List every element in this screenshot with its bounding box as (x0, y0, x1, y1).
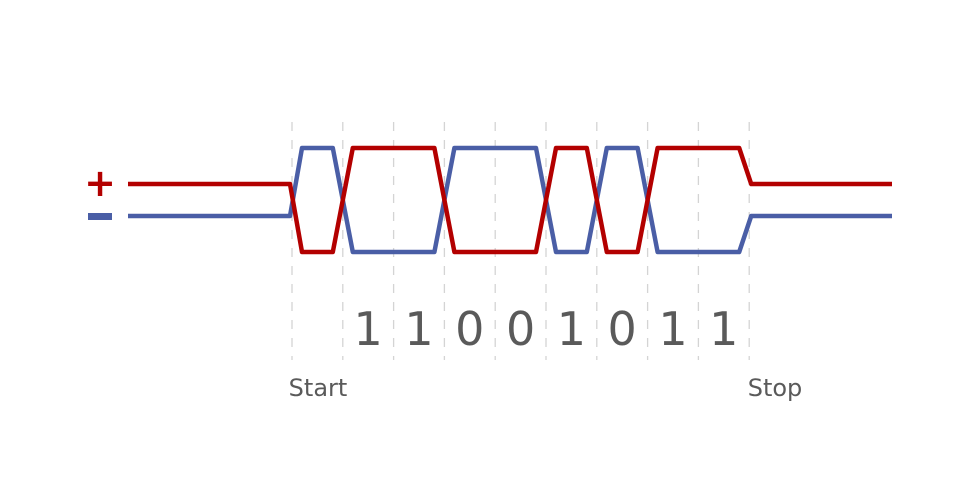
bit-label: 0 (506, 302, 535, 356)
bit-label: 0 (455, 302, 484, 356)
start-label: Start (289, 374, 348, 402)
bit-label: 1 (404, 302, 433, 356)
negative-signal-waveform (128, 145, 892, 255)
bit-label: 1 (658, 302, 687, 356)
bit-label: 1 (354, 302, 383, 356)
stop-label: Stop (748, 374, 803, 402)
positive-polarity-symbol: + (84, 161, 116, 205)
bit-label: 0 (608, 302, 637, 356)
bit-boundary-grid (291, 122, 750, 360)
negative-polarity-symbol (88, 213, 112, 220)
positive-signal-waveform (128, 145, 892, 255)
bit-label: 1 (557, 302, 586, 356)
bit-label: 1 (709, 302, 738, 356)
